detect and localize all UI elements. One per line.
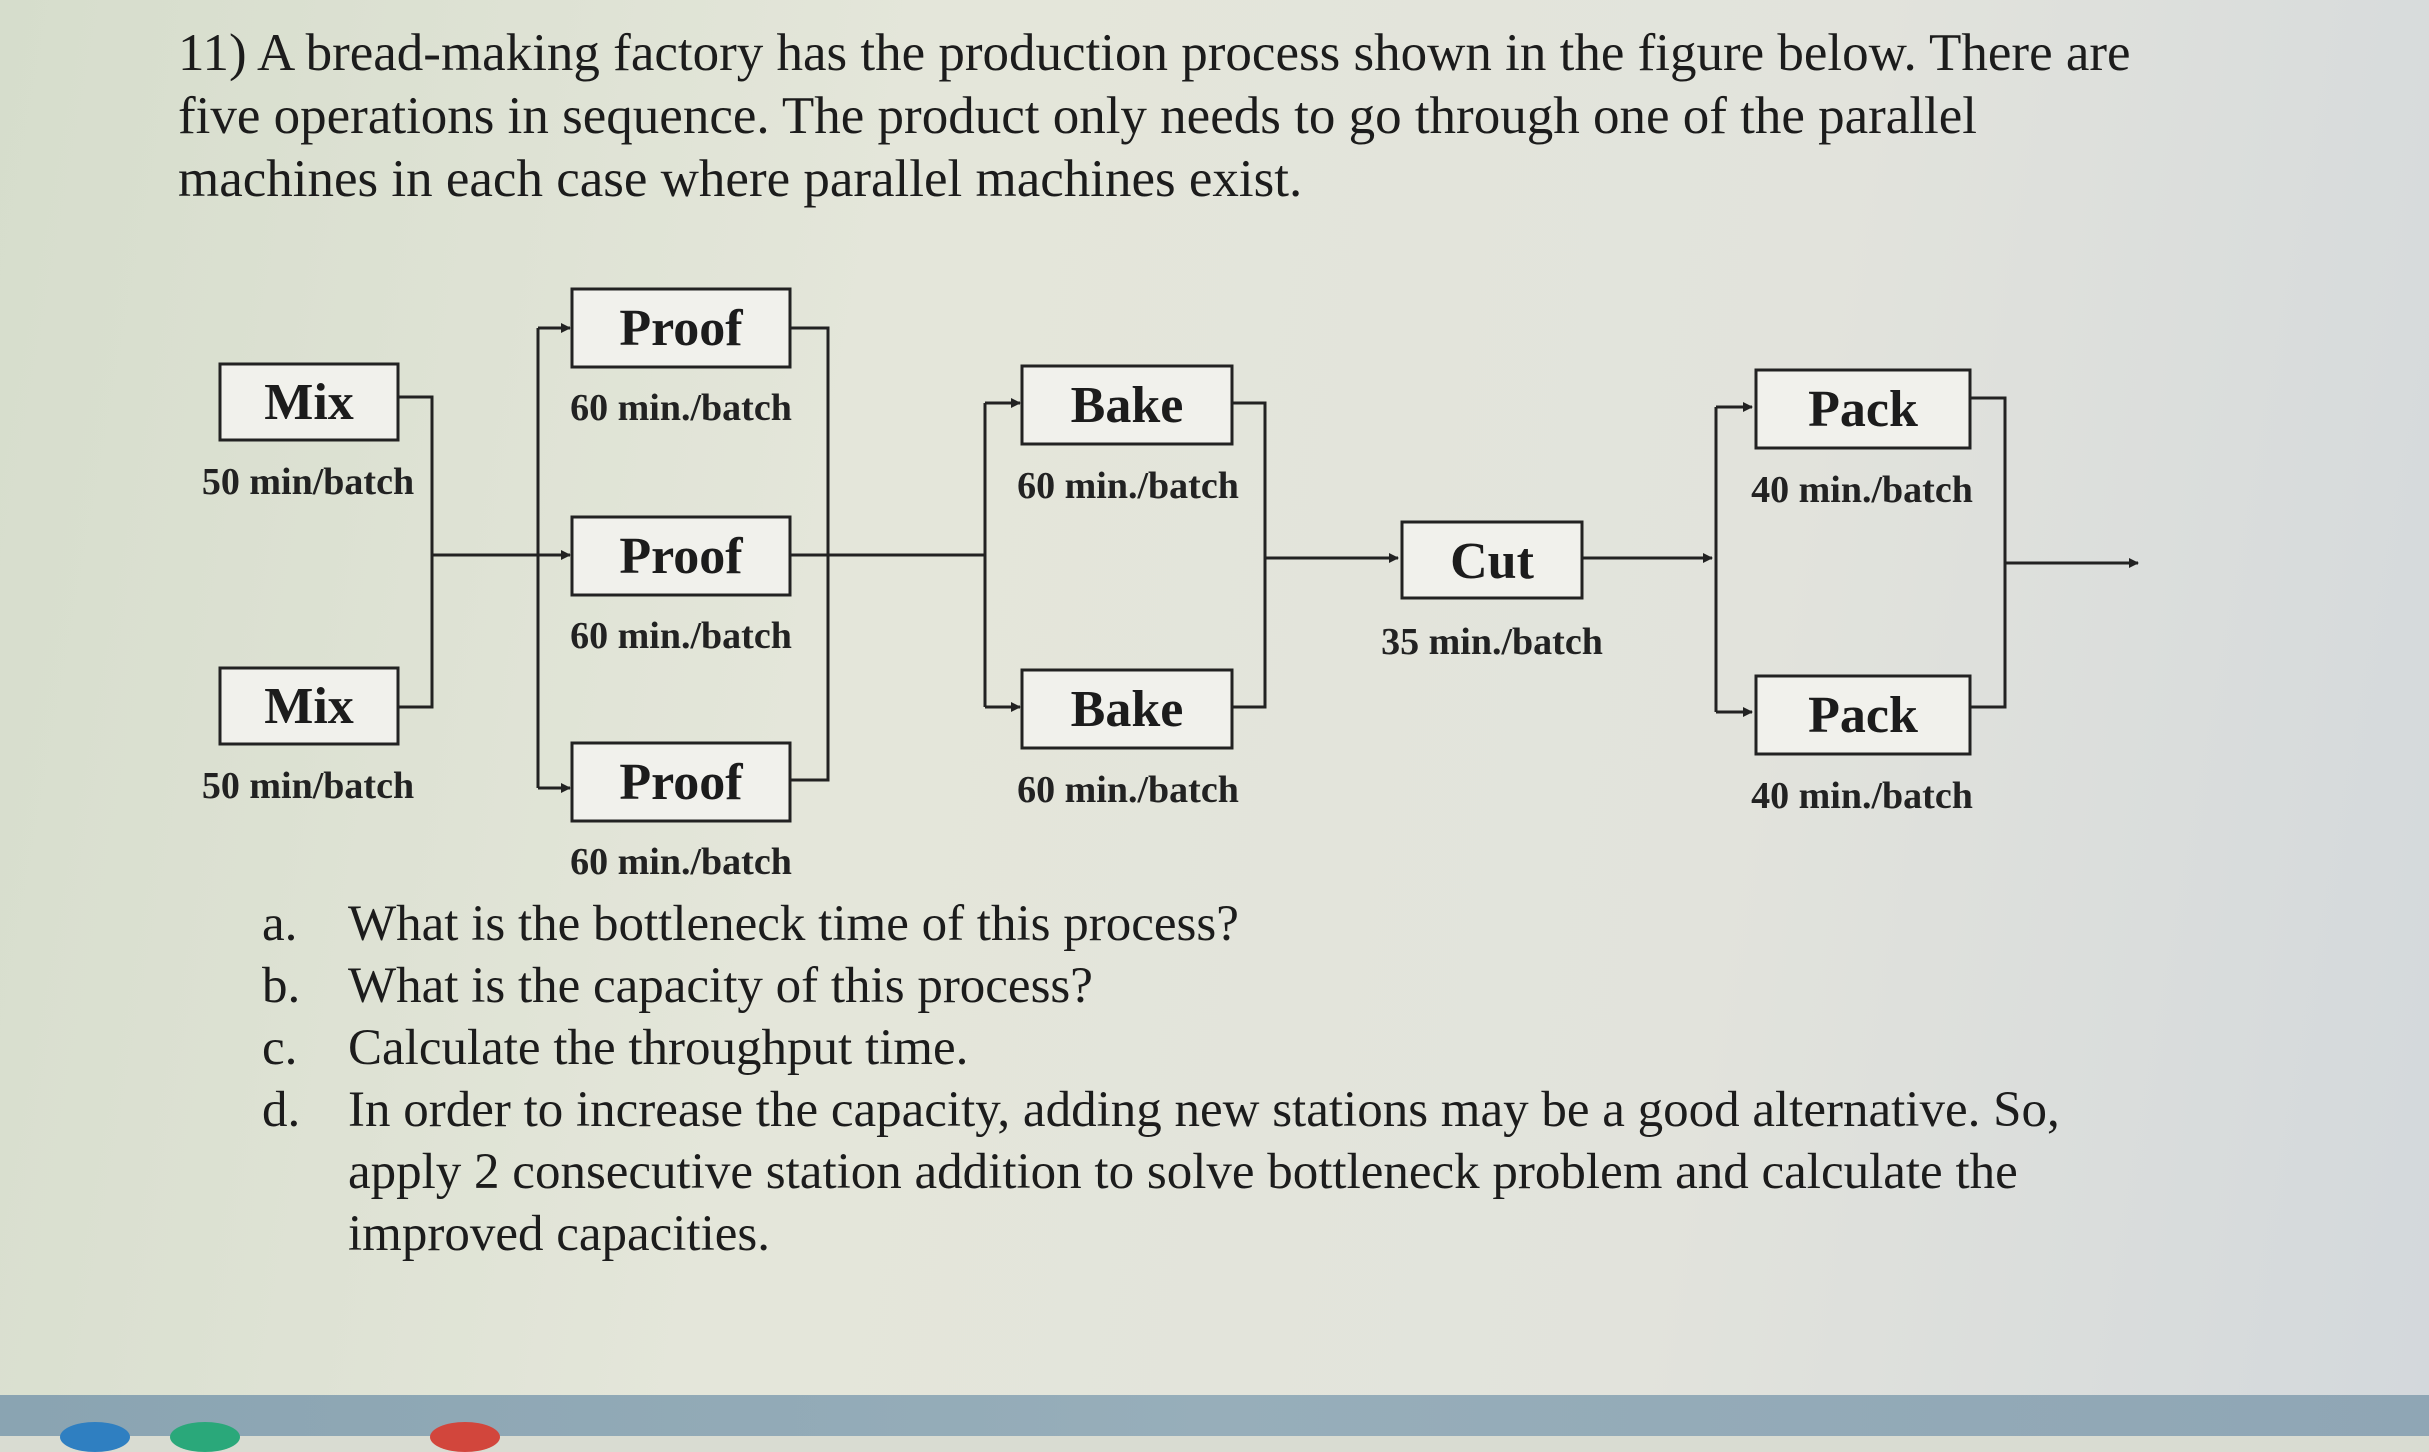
cut-rate: 35 min./batch [1381, 621, 1603, 663]
mix-station-2: Mix 50 min/batch [202, 666, 414, 807]
problem-statement: 11) A bread-making factory has the produ… [178, 22, 2298, 211]
pack-label: Pack [1808, 381, 1918, 438]
pack-rate: 40 min./batch [1751, 469, 1973, 511]
proof-station-2: Proof 60 min./batch [570, 515, 792, 657]
proof-label: Proof [619, 754, 743, 811]
connector [1232, 401, 1267, 709]
question-b: b. What is the capacity of this process? [262, 955, 2328, 1017]
problem-line: 11) A bread-making factory has the produ… [178, 24, 2131, 82]
green-dot [170, 1422, 240, 1452]
question-letter: a. [262, 896, 298, 952]
proof-rate: 60 min./batch [570, 841, 792, 883]
problem-line: five operations in sequence. The product… [178, 87, 1978, 145]
blue-dot [60, 1422, 130, 1452]
bake-label: Bake [1071, 681, 1184, 738]
connector [1970, 396, 2007, 709]
pack-label: Pack [1808, 687, 1918, 744]
question-a: a. What is the bottleneck time of this p… [262, 893, 2328, 955]
question-d: d. In order to increase the capacity, ad… [262, 1079, 2328, 1265]
bake-label: Bake [1071, 377, 1184, 434]
cut-label: Cut [1450, 533, 1534, 590]
question-letter: b. [262, 958, 301, 1014]
problem-line: machines in each case where parallel mac… [178, 150, 1303, 208]
bake-station-2: Bake 60 min./batch [1017, 668, 1239, 811]
pack-station-1: Pack 40 min./batch [1751, 368, 1973, 511]
bake-rate: 60 min./batch [1017, 769, 1239, 811]
screen-bottom-edge [0, 1395, 2429, 1436]
cut-station: Cut 35 min./batch [1381, 520, 1603, 663]
question-text: Calculate the throughput time. [348, 1020, 969, 1076]
proof-label: Proof [619, 300, 743, 357]
question-text: What is the bottleneck time of this proc… [348, 896, 1239, 952]
proof-label: Proof [619, 528, 743, 585]
mix-rate: 50 min/batch [202, 461, 414, 503]
connector [398, 395, 434, 709]
question-text: What is the capacity of this process? [348, 958, 1093, 1014]
pack-station-2: Pack 40 min./batch [1751, 674, 1973, 817]
proof-rate: 60 min./batch [570, 615, 792, 657]
proof-station-1: Proof 60 min./batch [570, 287, 792, 429]
question-c: c. Calculate the throughput time. [262, 1017, 2328, 1079]
bake-rate: 60 min./batch [1017, 465, 1239, 507]
question-text: improved capacities. [348, 1206, 770, 1262]
question-letter: d. [262, 1082, 301, 1138]
pack-rate: 40 min./batch [1751, 775, 1973, 817]
question-text: In order to increase the capacity, addin… [348, 1082, 2060, 1138]
question-text: apply 2 consecutive station addition to … [348, 1144, 2018, 1200]
question-letter: c. [262, 1020, 298, 1076]
connector-lines [398, 323, 2139, 793]
mix-label: Mix [264, 374, 354, 431]
mix-rate: 50 min/batch [202, 765, 414, 807]
red-dot [430, 1422, 500, 1452]
proof-rate: 60 min./batch [570, 387, 792, 429]
mix-label: Mix [264, 678, 354, 735]
proof-station-3: Proof 60 min./batch [570, 741, 792, 883]
question-list: a. What is the bottleneck time of this p… [262, 893, 2328, 1265]
bake-station-1: Bake 60 min./batch [1017, 364, 1239, 507]
mix-station-1: Mix 50 min/batch [202, 362, 414, 503]
